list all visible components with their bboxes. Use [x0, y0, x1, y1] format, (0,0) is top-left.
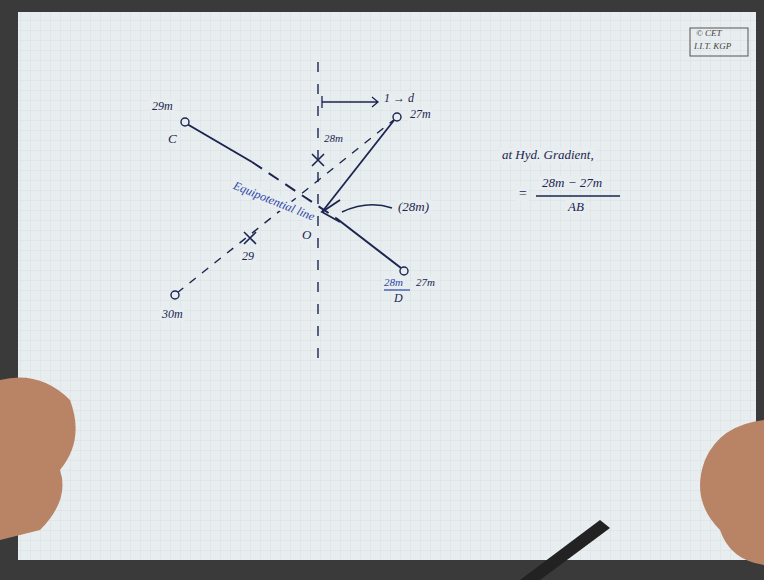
leader-line	[342, 205, 392, 212]
formula-text: 28m − 27m	[540, 176, 604, 190]
watermark: © CET	[694, 29, 724, 39]
point-label: D	[392, 292, 405, 305]
arrowhead	[322, 200, 340, 222]
line-c-d	[336, 218, 401, 268]
line-c-d	[187, 124, 252, 162]
fraction-bar	[536, 195, 620, 197]
dimension-label: 1 → d	[382, 92, 416, 105]
hand	[0, 378, 76, 541]
head-label: 28m	[322, 132, 345, 144]
cross-mark	[244, 232, 256, 244]
cross-mark	[312, 154, 324, 166]
point-label: O	[300, 228, 313, 242]
point	[400, 267, 408, 275]
watermark-box	[690, 28, 748, 56]
point-label: 29m	[150, 100, 175, 113]
head-label: 27m	[414, 276, 437, 288]
point	[171, 291, 179, 299]
pen	[520, 520, 610, 580]
head-label: (28m)	[396, 200, 431, 214]
hand	[700, 420, 764, 565]
grid	[18, 12, 756, 560]
paper	[18, 12, 756, 560]
formula-text: =	[516, 186, 529, 201]
point-label: C	[166, 132, 179, 146]
underline	[384, 289, 410, 290]
head-label: 29	[240, 250, 256, 263]
head-label: 28m	[382, 276, 405, 288]
flow-line	[322, 119, 395, 212]
point	[181, 118, 189, 126]
dashed-diagonal	[177, 119, 395, 293]
formula-text: at Hyd. Gradient,	[500, 148, 596, 162]
watermark: I.I.T. KGP	[692, 42, 733, 52]
point-label: 27m	[408, 108, 433, 121]
formula-text: AB	[566, 200, 586, 214]
point	[393, 113, 401, 121]
dimension-arrow	[322, 96, 378, 108]
point-label: 30m	[160, 308, 185, 321]
